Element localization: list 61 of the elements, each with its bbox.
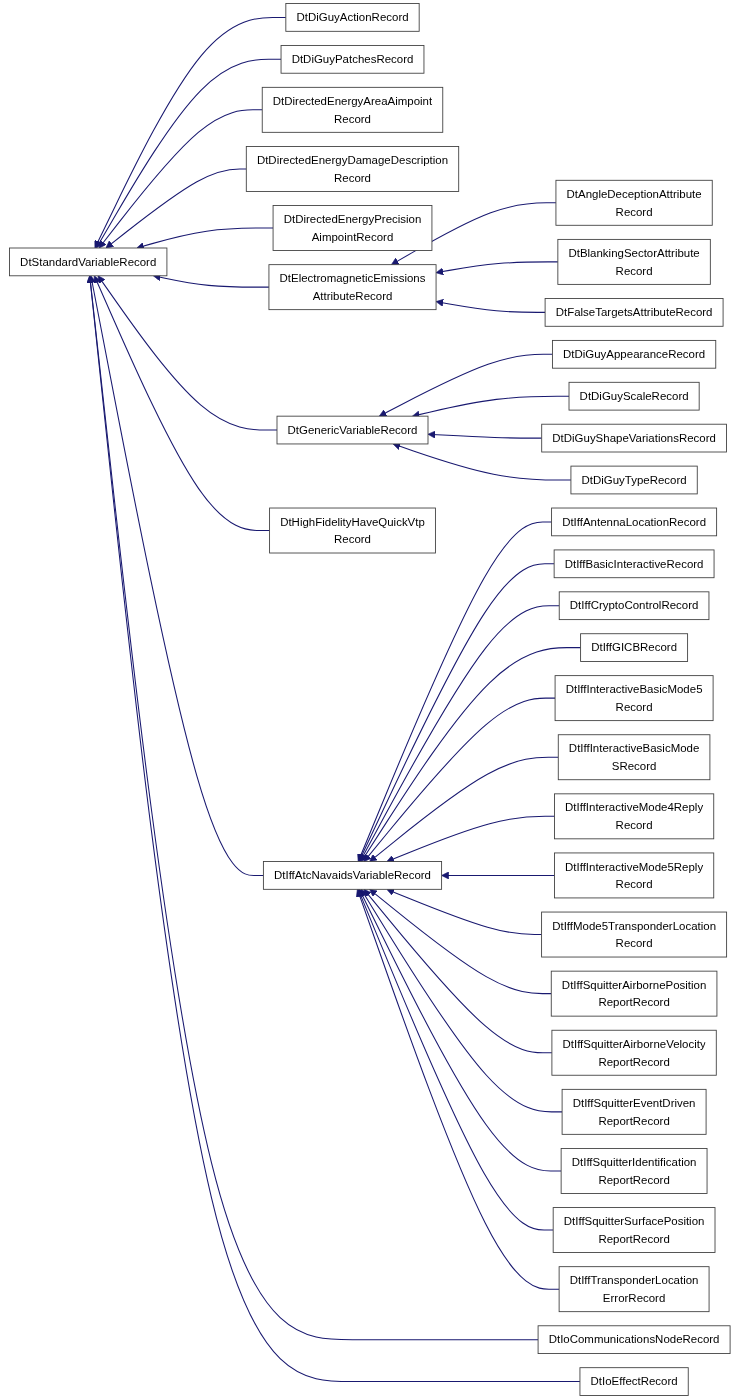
node-box: DtElectromagneticEmissions AttributeRecord — [268, 264, 437, 311]
node-box: DtDiGuyTypeRecord — [570, 465, 698, 495]
arrow — [93, 275, 270, 532]
node-box: DtIffSquitterEventDriven ReportRecord — [561, 1088, 707, 1135]
arrow — [363, 889, 553, 1054]
node-box: DtDiGuyScaleRecord — [568, 381, 700, 411]
node-box: DtIffSquitterAirbornePosition ReportRecord — [550, 970, 718, 1017]
node-box: DtIffSquitterAirborneVelocity ReportRecord — [551, 1029, 717, 1076]
arrow — [360, 889, 563, 1113]
arrow — [97, 275, 278, 431]
node-box: DtIffInteractiveMode4Reply Record — [553, 793, 714, 840]
arrow — [95, 58, 282, 249]
node-box: DtIffTransponderLocation ErrorRecord — [558, 1266, 710, 1313]
arrow — [94, 16, 287, 249]
arrow — [369, 756, 559, 862]
node-box: DtStandardVariableRecord — [8, 247, 168, 277]
arrow — [363, 697, 556, 862]
arrow — [435, 261, 559, 276]
arrow — [98, 109, 263, 249]
arrow — [386, 888, 542, 936]
arrow — [440, 871, 555, 880]
arrow — [355, 889, 560, 1290]
arrow — [369, 889, 552, 995]
arrow — [392, 442, 572, 481]
arrow — [390, 202, 557, 265]
node-box: DtIoEffectRecord — [579, 1367, 689, 1396]
arrow — [136, 227, 274, 250]
node-box: DtIffAntennaLocationRecord — [550, 507, 717, 537]
node-box: DtIffSquitterIdentification ReportRecord — [560, 1148, 708, 1194]
node-box: DtIffBasicInteractiveRecord — [553, 549, 715, 579]
arrow — [105, 168, 247, 249]
node-box: DtDiGuyActionRecord — [285, 3, 420, 32]
node-box: DtFalseTargetsAttributeRecord — [544, 298, 724, 327]
node-box: DtDirectedEnergyDamageDescription Record — [245, 146, 459, 192]
arrow — [427, 430, 542, 439]
node-box: DtAngleDeceptionAttribute Record — [555, 179, 713, 226]
node-box: DtIffInteractiveBasicMode SRecord — [557, 734, 711, 781]
node-box: DtDiGuyAppearanceRecord — [551, 339, 716, 369]
arrow — [386, 815, 555, 863]
node-box: DtIffMode5TransponderLocation Record — [540, 911, 727, 958]
arrow — [356, 889, 554, 1231]
node-box: DtIoCommunicationsNodeRecord — [537, 1325, 731, 1354]
node-box: DtIffSquitterSurfacePosition ReportRecord — [552, 1207, 716, 1253]
arrow — [360, 647, 581, 862]
node-box: DtDirectedEnergyPrecision AimpointRecord — [272, 205, 433, 251]
node-box: DtBlankingSectorAttribute Record — [557, 238, 711, 285]
arrow — [378, 353, 553, 417]
node-box: DtIffAtcNavaidsVariableRecord — [262, 861, 442, 890]
node-box: DtGenericVariableRecord — [276, 415, 429, 445]
arrow — [435, 299, 546, 313]
node-box: DtDirectedEnergyAreaAimpoint Record — [261, 86, 443, 133]
node-box: DtIffCryptoControlRecord — [558, 591, 710, 621]
node-box: DtIffInteractiveMode5Reply Record — [553, 852, 714, 899]
node-box: DtDiGuyPatchesRecord — [280, 45, 425, 74]
arrow — [358, 889, 562, 1172]
arrow — [359, 605, 560, 862]
node-box: DtIffInteractiveBasicMode5 Record — [554, 675, 714, 722]
node-box: DtDiGuyShapeVariationsRecord — [540, 423, 727, 453]
arrow — [88, 275, 264, 876]
node-box: DtHighFidelityHaveQuickVtp Record — [268, 507, 436, 554]
node-box: DtIffGICBRecord — [579, 633, 688, 662]
